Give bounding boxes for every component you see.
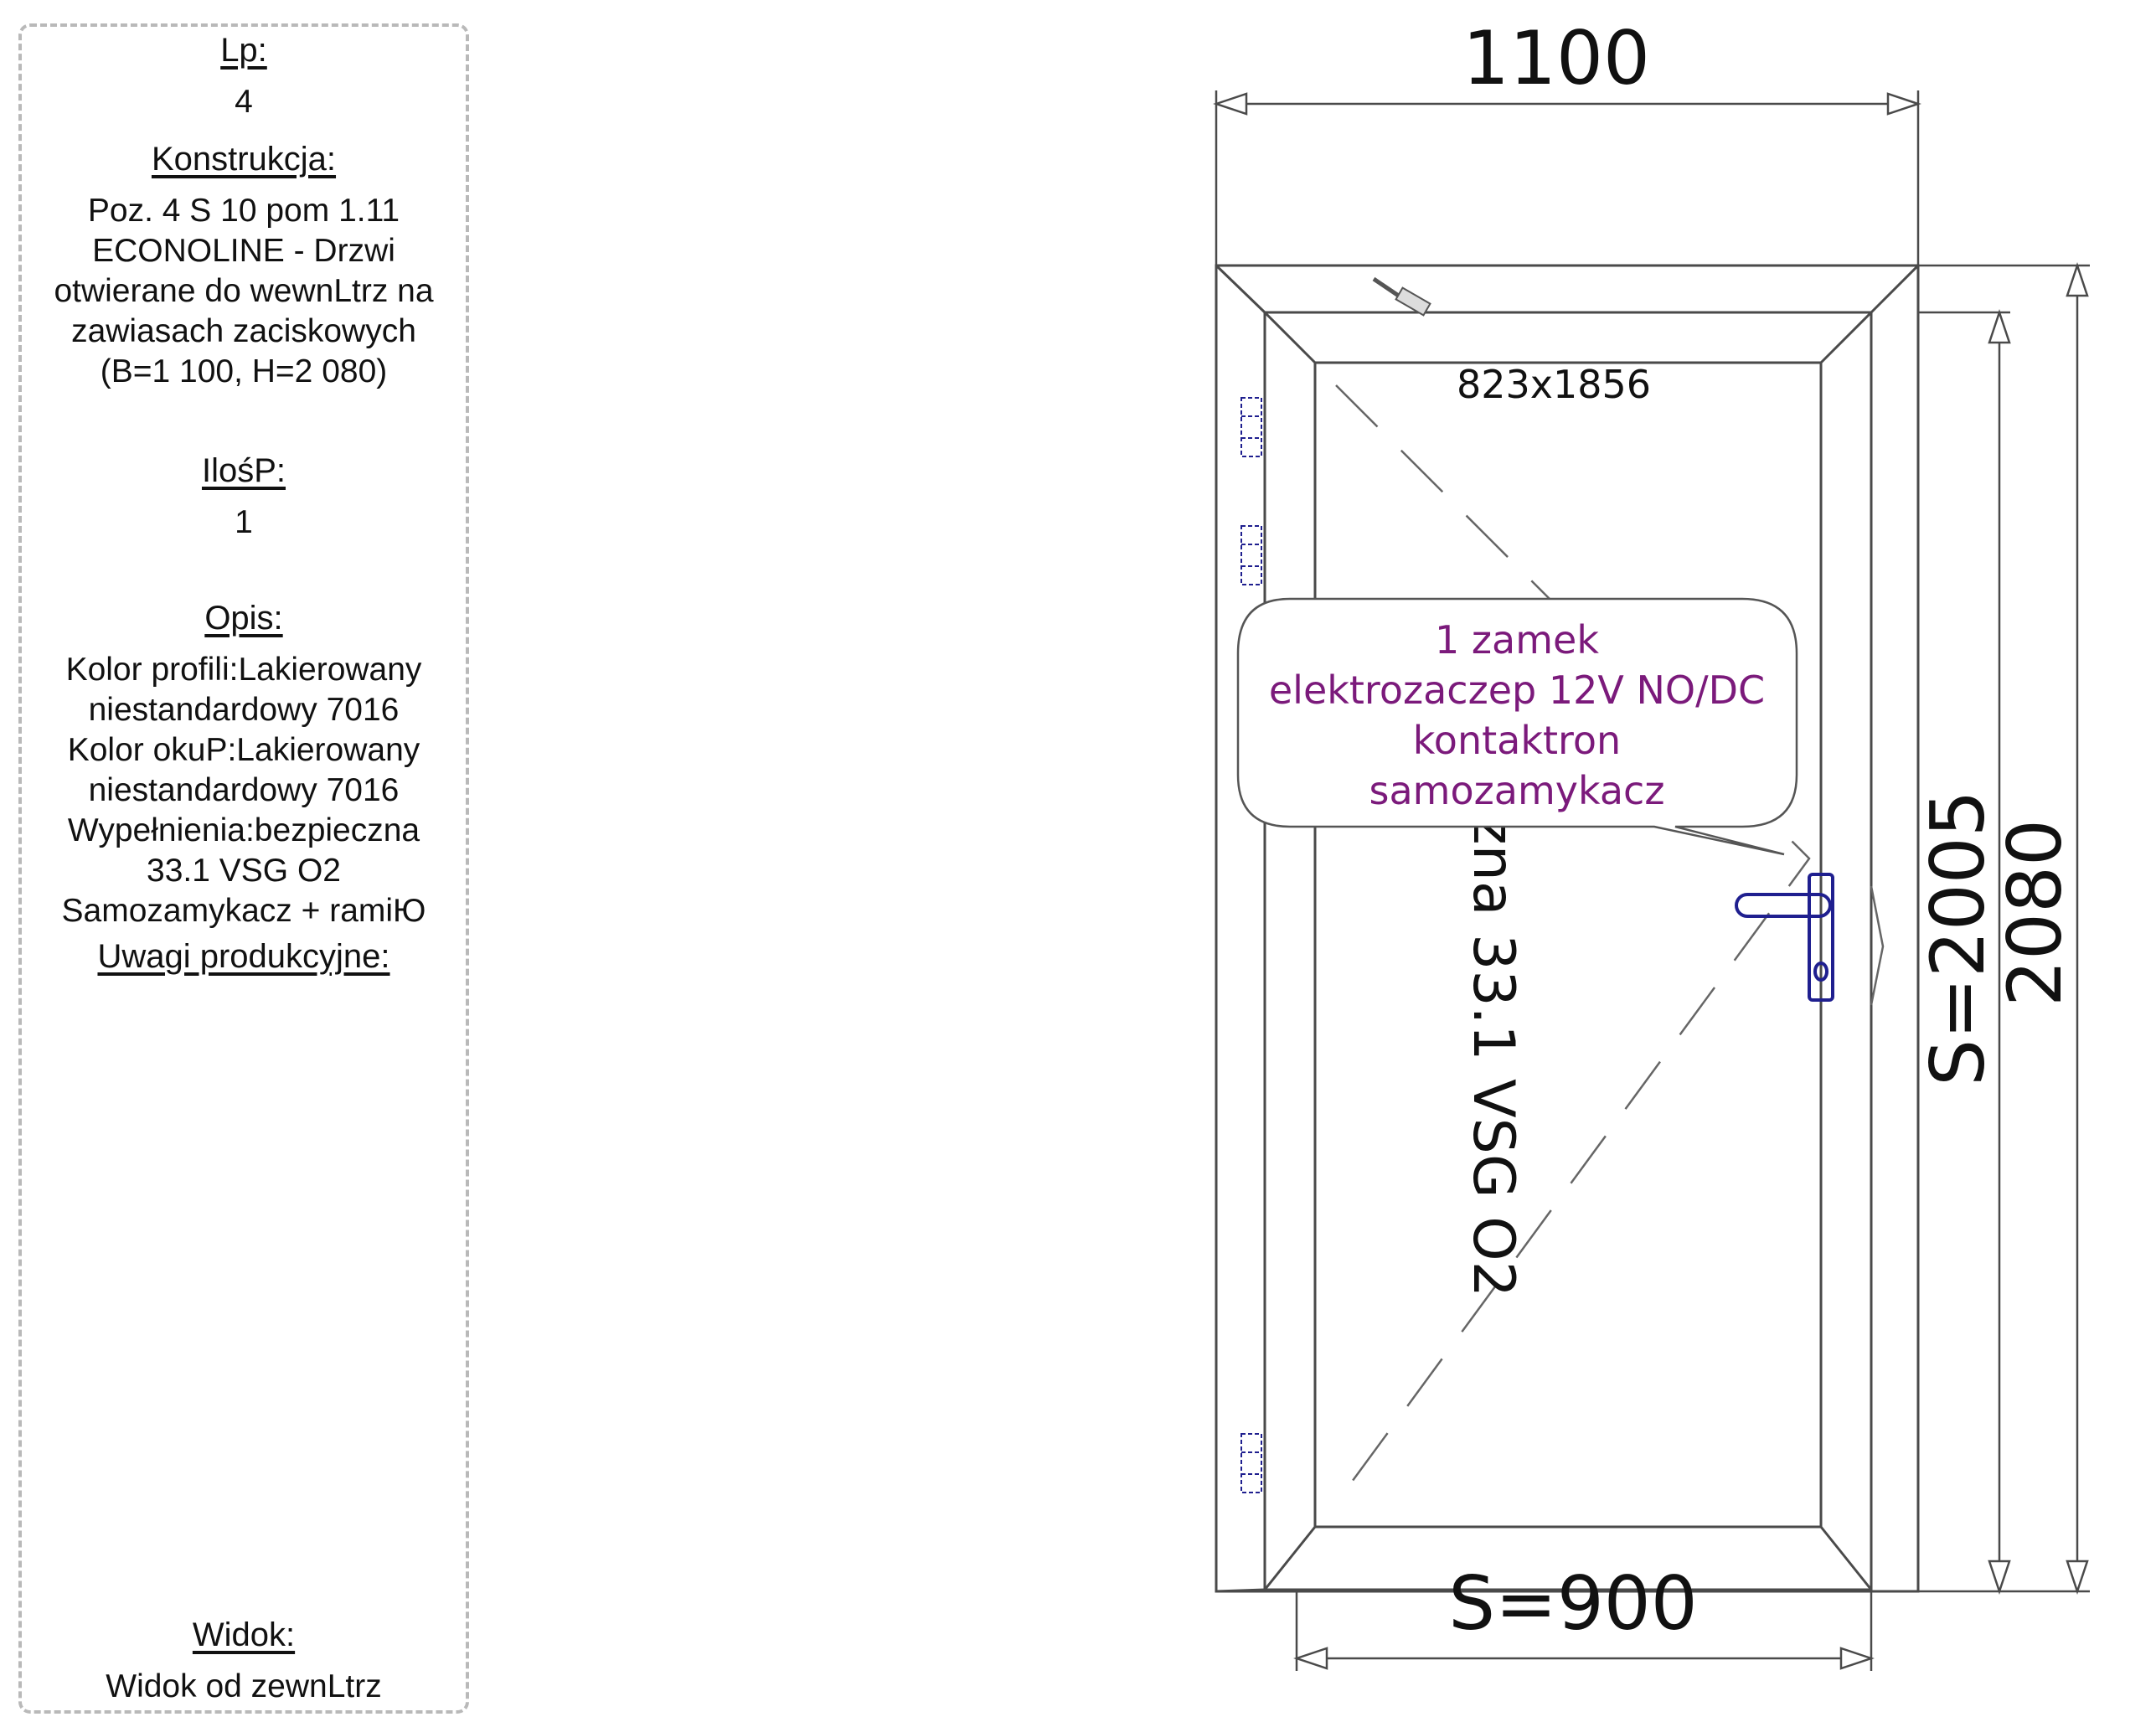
hardware-callout: 1 zamek elektrozaczep 12V NO/DC kontaktron…	[1236, 597, 1798, 856]
hinge-icon	[1240, 525, 1262, 585]
lp-value: 4	[235, 84, 253, 120]
opis-label: Opis:	[204, 600, 283, 637]
hinge-icon	[1240, 397, 1262, 457]
widok-value: Widok od zewnLtrz	[106, 1668, 382, 1704]
widok-label: Widok:	[192, 1616, 296, 1653]
konstrukcja-label: Konstrukcja:	[151, 141, 337, 178]
callout-line: samozamykacz	[1369, 768, 1665, 813]
opening-indicator	[1334, 384, 1811, 1504]
callout-line: elektrozaczep 12V NO/DC	[1269, 668, 1765, 713]
leaf-height-dimension-label: S=2005	[1915, 790, 2001, 1086]
info-panel: Lp: 4 Konstrukcja: Poz. 4 S 10 pom 1.11 …	[18, 23, 469, 1714]
sash-frame	[1263, 311, 1873, 1591]
outer-frame	[1215, 264, 1920, 1593]
ilosc-label: IlośP:	[201, 452, 286, 489]
uwagi-label: Uwagi produkcyjne:	[97, 938, 390, 975]
ilosc-value: 1	[235, 504, 253, 540]
opis-value: Kolor profili:Lakierowany niestandardowy…	[61, 652, 426, 929]
glass-pane	[1313, 361, 1823, 1529]
height-dimension-label: 2080	[1992, 819, 2078, 1007]
callout-line: 1 zamek	[1435, 617, 1599, 663]
callout-line: kontaktron	[1413, 718, 1621, 763]
leaf-width-dimension-label: S=900	[1448, 1560, 1698, 1647]
width-dimension-label: 1100	[1462, 15, 1650, 101]
hinge-icon	[1240, 1433, 1262, 1493]
lp-label: Lp:	[220, 32, 267, 69]
door-closer-icon	[1372, 276, 1431, 317]
door-handle-icon	[1735, 873, 1834, 1002]
glass-size-label: 823x1856	[1457, 362, 1651, 407]
konstrukcja-value: Poz. 4 S 10 pom 1.11 ECONOLINE - Drzwi o…	[54, 193, 434, 389]
